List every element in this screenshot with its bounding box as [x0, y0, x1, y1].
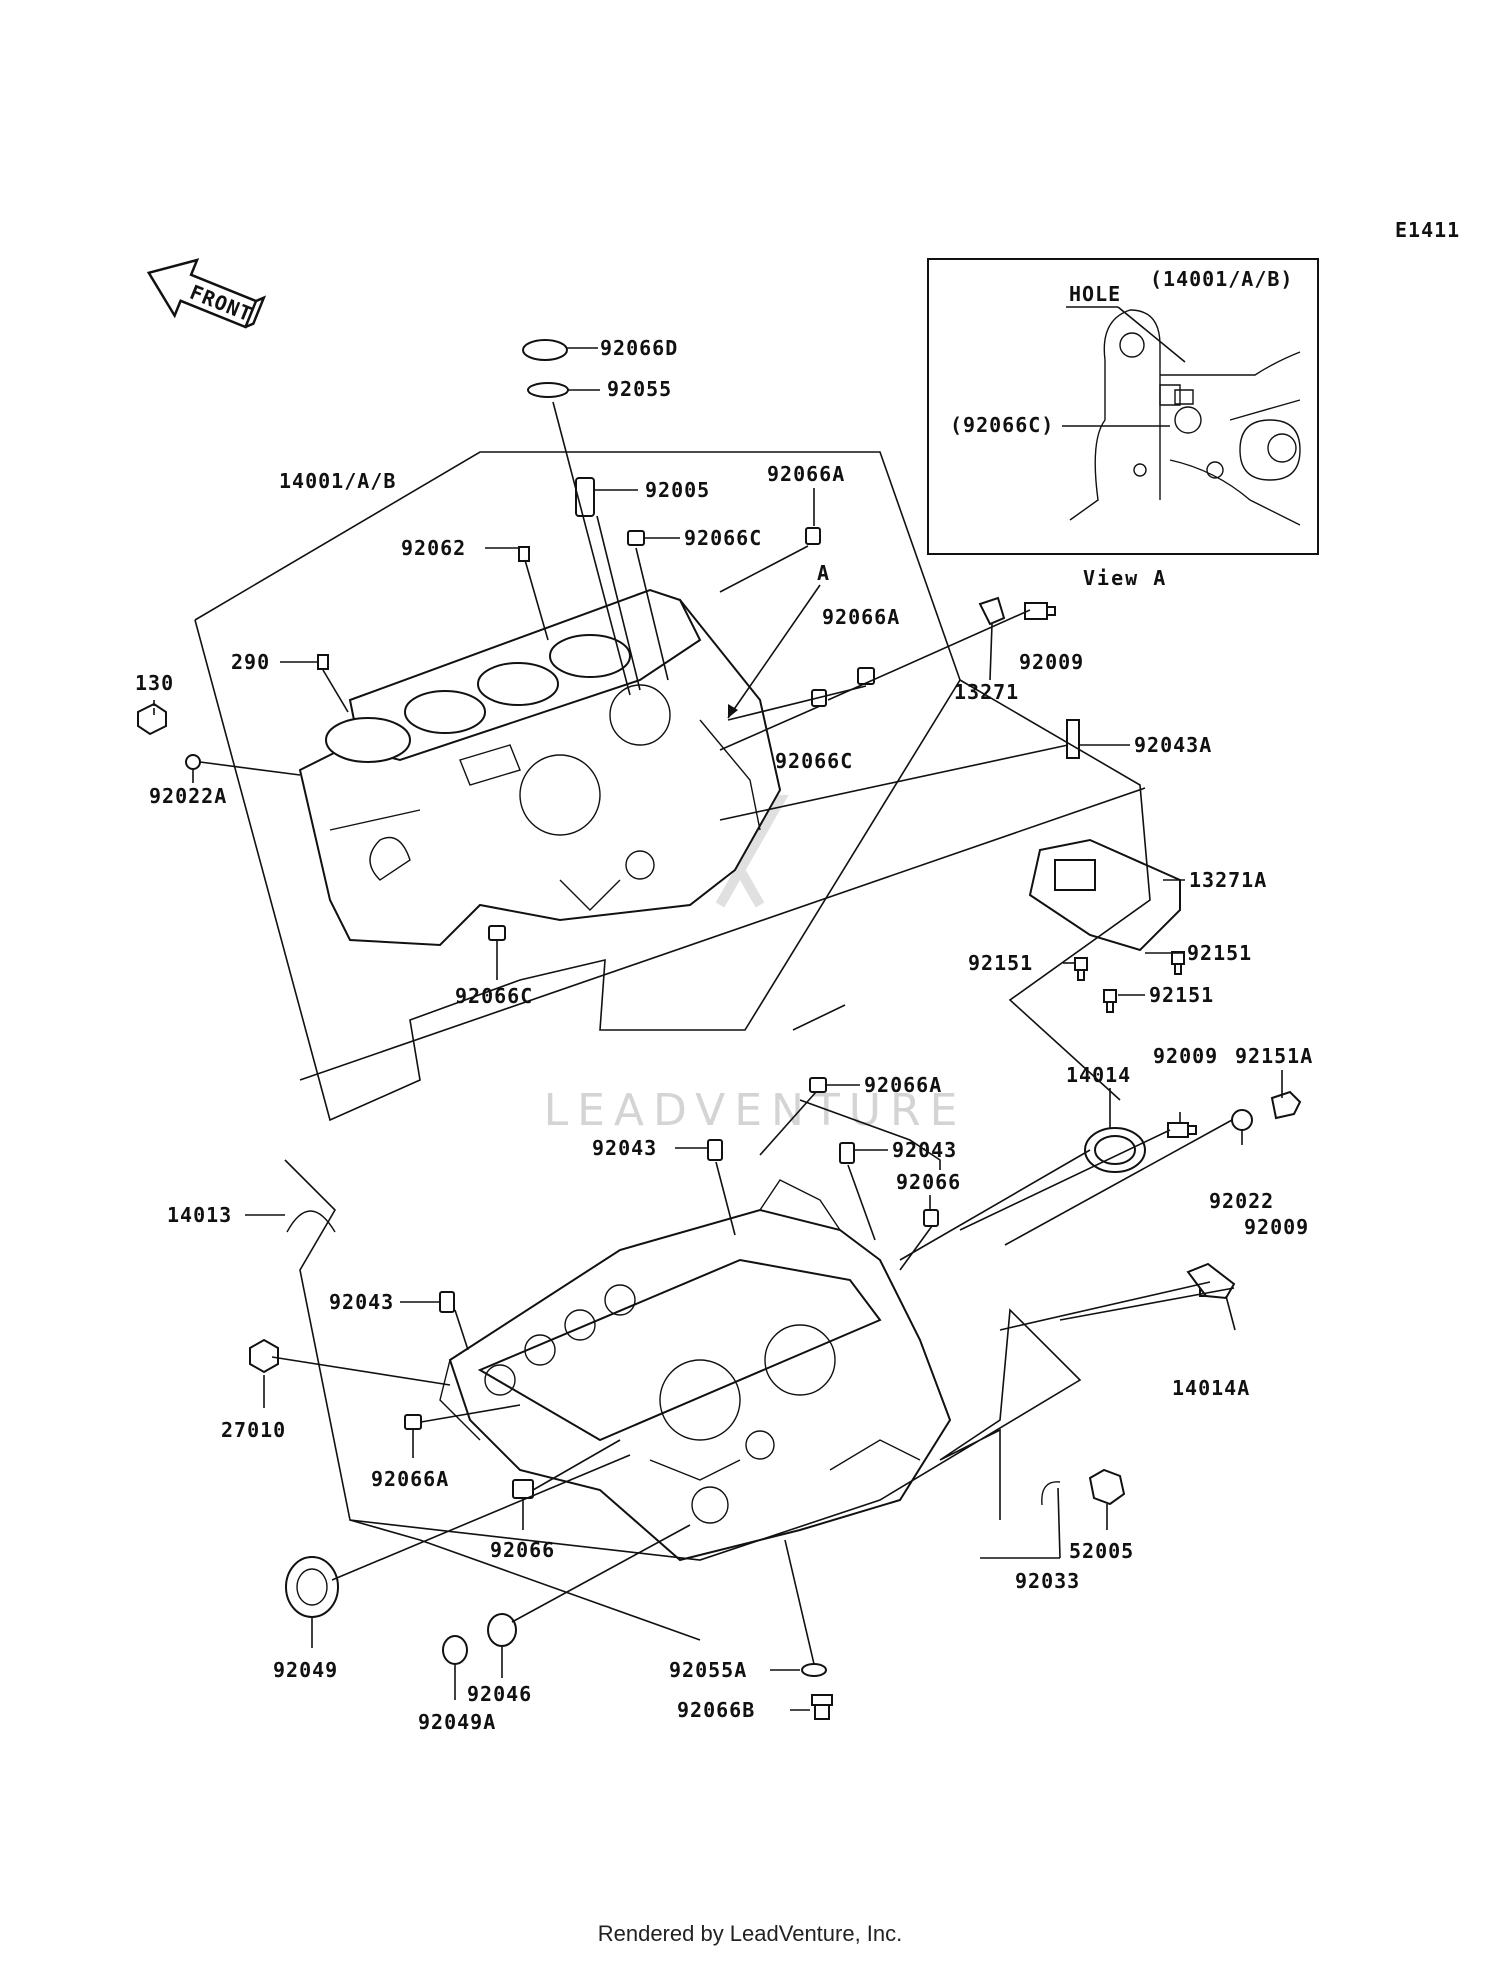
breather-13271a: [1028, 838, 1181, 952]
part-label[interactable]: 92066B: [677, 1698, 755, 1722]
leader-lines: [153, 347, 1283, 1711]
part-label[interactable]: 92055: [607, 377, 672, 401]
part-label[interactable]: 14014: [1066, 1063, 1131, 1087]
bolt-92151-a: [1171, 951, 1185, 975]
dowel-92043-c: [439, 1291, 455, 1313]
watermark: LEADVENTURE: [544, 795, 967, 1136]
part-label[interactable]: 92151: [1149, 983, 1214, 1007]
part-label[interactable]: 92066D: [600, 336, 678, 360]
sensor-13271: [978, 596, 1006, 626]
bushing-92046: [487, 1613, 517, 1647]
plug-92066b: [811, 1694, 833, 1720]
part-label[interactable]: 92043: [892, 1138, 957, 1162]
part-label[interactable]: 92066: [490, 1538, 555, 1562]
part-label[interactable]: 92049: [273, 1658, 338, 1682]
bolt-92009-top: [1024, 602, 1056, 620]
part-label[interactable]: 13271A: [1189, 868, 1267, 892]
part-label[interactable]: 92066A: [371, 1467, 449, 1491]
part-label[interactable]: 92043A: [1134, 733, 1212, 757]
plug-92066a-mid: [857, 667, 875, 685]
o-ring-92055: [527, 382, 569, 398]
part-label[interactable]: 27010: [221, 1418, 286, 1442]
part-label[interactable]: 13271: [954, 680, 1019, 704]
washer-92022: [1231, 1109, 1253, 1131]
part-label[interactable]: 290: [231, 650, 270, 674]
dowel-92043a: [1066, 719, 1080, 759]
part-label[interactable]: 14014A: [1172, 1376, 1250, 1400]
circlip-92033: [1041, 1481, 1061, 1506]
bolt-92151a: [1270, 1090, 1302, 1120]
part-label[interactable]: 130: [135, 671, 174, 695]
plug-92066-low: [512, 1479, 534, 1499]
inset-title: View A: [1083, 566, 1167, 590]
plug-92066d: [522, 339, 568, 361]
bolt-130: [137, 702, 167, 736]
bolt-92151-b: [1074, 957, 1088, 981]
inset-hole-label: HOLE: [1069, 282, 1121, 306]
part-label[interactable]: 92055A: [669, 1658, 747, 1682]
seal-92049: [285, 1556, 339, 1618]
inset-part-ref: (14001/A/B): [1150, 267, 1293, 291]
plug-92066c-top: [627, 530, 645, 546]
part-label[interactable]: 92009: [1244, 1215, 1309, 1239]
diagram-code: E1411: [1395, 218, 1460, 242]
part-label[interactable]: 92043: [329, 1290, 394, 1314]
plug-92066c-low: [488, 925, 506, 941]
upper-crankcase: [298, 588, 782, 947]
filter-52005: [1088, 1468, 1126, 1506]
plug-92066a-lowmid: [809, 1077, 827, 1093]
footer-credit: Rendered by LeadVenture, Inc.: [598, 1921, 903, 1946]
part-label[interactable]: 92043: [592, 1136, 657, 1160]
inset-plug-ref: (92066C): [950, 413, 1054, 437]
part-label[interactable]: 92062: [401, 536, 466, 560]
plug-290: [317, 654, 329, 670]
o-ring-92055a: [801, 1663, 827, 1677]
view-marker-label: A: [817, 561, 830, 585]
part-label[interactable]: 92033: [1015, 1569, 1080, 1593]
part-label[interactable]: 92009: [1019, 650, 1084, 674]
bolt-92009-mid: [1167, 1122, 1197, 1138]
part-label[interactable]: 92022A: [149, 784, 227, 808]
part-label[interactable]: 92066: [896, 1170, 961, 1194]
part-label[interactable]: 14001/A/B: [279, 469, 396, 493]
part-label[interactable]: 92151: [968, 951, 1033, 975]
plug-92062: [518, 546, 530, 562]
part-label[interactable]: 92022: [1209, 1189, 1274, 1213]
part-label[interactable]: 92066A: [767, 462, 845, 486]
plug-92066a-low: [404, 1414, 422, 1430]
dowel-92043-a: [707, 1139, 723, 1161]
part-label[interactable]: 92005: [645, 478, 710, 502]
part-label[interactable]: 92049A: [418, 1710, 496, 1734]
view-marker: A: [727, 561, 830, 719]
dowel-92043-b: [839, 1142, 855, 1164]
front-arrow-icon: FRONT: [146, 258, 267, 329]
part-label[interactable]: 92066C: [775, 749, 853, 773]
part-label[interactable]: 92151: [1187, 941, 1252, 965]
plug-92066: [923, 1209, 939, 1227]
washer-92022a: [185, 754, 201, 770]
view-a-inset: HOLE (14001/A/B) (92066C) View A: [927, 258, 1319, 590]
part-labels: 92066D 92055 14001/A/B 92005 92066A 9206…: [135, 336, 1313, 1734]
part-label[interactable]: 92151A: [1235, 1044, 1313, 1068]
part-label[interactable]: 92009: [1153, 1044, 1218, 1068]
bearing-14013: [286, 1210, 336, 1233]
switch-27010: [249, 1338, 279, 1374]
part-label[interactable]: 92066C: [455, 984, 533, 1008]
part-label[interactable]: 52005: [1069, 1539, 1134, 1563]
lower-crankcase: [439, 1179, 952, 1562]
part-label[interactable]: 92066C: [684, 526, 762, 550]
breather-mesh: [1054, 859, 1096, 891]
small-parts: [137, 339, 1302, 1720]
part-label[interactable]: 92046: [467, 1682, 532, 1706]
plug-92066a-top: [805, 527, 821, 545]
seal-92049a: [442, 1635, 468, 1665]
part-label[interactable]: 14013: [167, 1203, 232, 1227]
part-label[interactable]: 92066A: [864, 1073, 942, 1097]
bolt-92151-c: [1103, 989, 1117, 1013]
watermark-text: LEADVENTURE: [544, 1085, 967, 1136]
part-label[interactable]: 92066A: [822, 605, 900, 629]
